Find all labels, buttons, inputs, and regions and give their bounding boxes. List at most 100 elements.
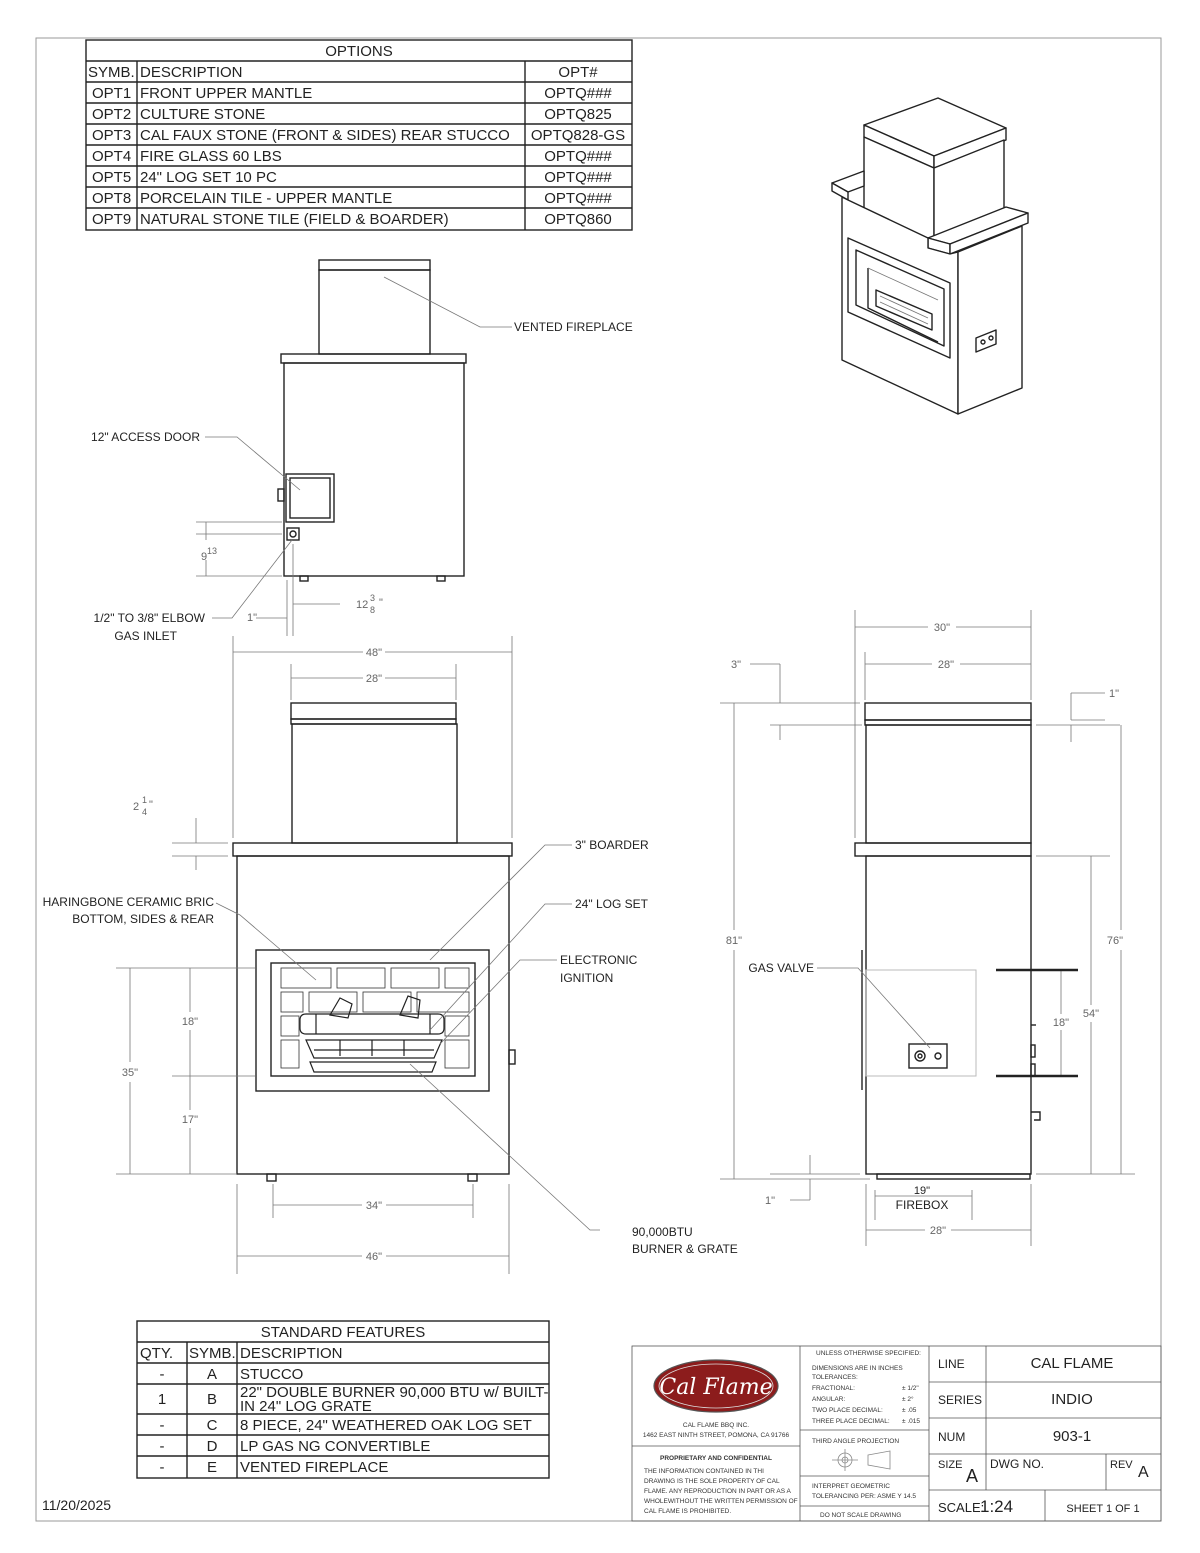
- label-gas-valve: GAS VALVE: [748, 961, 814, 975]
- dim-front-28: 28": [366, 673, 382, 685]
- features-cell: A: [207, 1366, 217, 1383]
- options-title: OPTIONS: [325, 43, 393, 60]
- features-title: STANDARD FEATURES: [261, 1324, 425, 1341]
- tolerance-label: FRACTIONAL:: [812, 1385, 855, 1392]
- options-cell: FIRE GLASS 60 LBS: [140, 148, 282, 165]
- features-cell: -: [160, 1438, 165, 1455]
- interpret-line-2: TOLERANCING PER: ASME Y 14.5: [812, 1493, 916, 1500]
- dim-side-81: 81": [726, 935, 742, 947]
- features-cell: 22" DOUBLE BURNER 90,000 BTU w/ BUILT-: [240, 1384, 548, 1401]
- features-header-qty: QTY.: [140, 1345, 173, 1362]
- isometric-view: [831, 97, 1029, 415]
- dim-rear-8: 8: [370, 605, 375, 615]
- title-block: Cal Flame CAL FLAME BBQ INC. 1462 EAST N…: [631, 1345, 1162, 1522]
- dim-front-17: 17": [182, 1114, 198, 1126]
- dim-front-46: 46": [366, 1251, 382, 1263]
- scale-value: 1:24: [980, 1497, 1013, 1516]
- tolerance-label: THREE PLACE DECIMAL:: [812, 1418, 890, 1425]
- dim-side-30: 30": [934, 622, 950, 634]
- options-cell: OPT2: [92, 106, 131, 123]
- gas-inlet: [286, 527, 300, 541]
- proprietary-line: FLAME. ANY REPRODUCTION IN PART OR AS A: [644, 1488, 792, 1495]
- size-label: SIZE: [938, 1459, 962, 1471]
- options-cell: OPTQ###: [544, 190, 612, 207]
- options-cell: CULTURE STONE: [140, 106, 265, 123]
- label-brick-2: BOTTOM, SIDES & REAR: [72, 912, 214, 926]
- series-value: INDIO: [1051, 1391, 1093, 1408]
- options-header-description: DESCRIPTION: [140, 64, 243, 81]
- label-log-set: 24" LOG SET: [575, 897, 649, 911]
- dim-side-76: 76": [1107, 935, 1123, 947]
- company-address: 1462 EAST NINTH STREET, POMONA, CA 91766: [643, 1432, 790, 1439]
- drawing-date: 11/20/2025: [42, 1497, 111, 1513]
- tolerance-label: ANGULAR:: [812, 1396, 845, 1403]
- front-view: [232, 702, 516, 1182]
- firebox-border: [255, 949, 490, 1092]
- label-ignition-2: IGNITION: [560, 971, 613, 985]
- dim-side-54: 54": [1083, 1008, 1099, 1020]
- label-brick-1: HARINGBONE CERAMIC BRIC: [43, 895, 215, 909]
- features-cell: D: [207, 1438, 218, 1455]
- label-burner-1: 90,000BTU: [632, 1225, 693, 1239]
- dim-side-18: 18": [1053, 1017, 1069, 1029]
- dim-side-1-top: 1": [1109, 688, 1119, 700]
- dim-front-4: 4: [142, 807, 147, 817]
- dim-rear-12: 12: [356, 599, 368, 611]
- dim-side-19: 19": [914, 1185, 930, 1197]
- options-cell: OPTQ###: [544, 148, 612, 165]
- proprietary-line: THE INFORMATION CONTAINED IN THI: [644, 1468, 764, 1475]
- dim-side-3: 3": [731, 659, 741, 671]
- features-cell: -: [160, 1417, 165, 1434]
- interpret-line-1: INTERPRET GEOMETRIC: [812, 1483, 890, 1490]
- dim-rear-1: 1": [247, 612, 257, 624]
- dwg-no-label: DWG NO.: [990, 1457, 1044, 1471]
- dim-front-inch: ": [149, 799, 153, 811]
- options-cell: FRONT UPPER MANTLE: [140, 85, 312, 102]
- features-cell: IN 24" LOG GRATE: [240, 1398, 372, 1415]
- features-cell: 8 PIECE, 24" WEATHERED OAK LOG SET: [240, 1417, 532, 1434]
- label-gas-inlet-1: 1/2" TO 3/8" ELBOW: [94, 611, 206, 625]
- logo-text: Cal Flame: [659, 1375, 772, 1400]
- tolerance-value: ± 2°: [902, 1395, 914, 1403]
- features-cell: -: [160, 1366, 165, 1383]
- options-cell: OPT4: [92, 148, 131, 165]
- dim-rear-inch: ": [379, 597, 383, 609]
- line-label: LINE: [938, 1357, 965, 1371]
- firebox-opening: [270, 962, 476, 1077]
- rev-value: A: [1138, 1464, 1149, 1481]
- options-table: [85, 39, 633, 231]
- label-gas-inlet-2: GAS INLET: [114, 629, 177, 643]
- access-door: [285, 473, 335, 523]
- proprietary-line: CAL FLAME IS PROHIBITED.: [644, 1508, 731, 1515]
- gas-valve: [908, 1043, 948, 1069]
- features-header-description: DESCRIPTION: [240, 1345, 343, 1362]
- tolerance-line: TOLERANCES:: [812, 1374, 858, 1381]
- tolerance-value: ± .015: [902, 1418, 920, 1425]
- options-cell: OPT8: [92, 190, 131, 207]
- projection-label: THIRD ANGLE PROJECTION: [812, 1438, 899, 1445]
- options-cell: OPTQ828-GS: [531, 127, 625, 144]
- tolerance-line: DIMENSIONS ARE IN INCHES: [812, 1365, 903, 1372]
- dim-side-28-top: 28": [938, 659, 954, 671]
- num-value: 903-1: [1053, 1428, 1091, 1445]
- options-cell: PORCELAIN TILE - UPPER MANTLE: [140, 190, 392, 207]
- third-angle-projection-icon: [832, 1449, 891, 1471]
- options-header-symb: SYMB.: [88, 64, 135, 81]
- dim-front-35: 35": [122, 1067, 138, 1079]
- options-cell: NATURAL STONE TILE (FIELD & BOARDER): [140, 211, 449, 228]
- sheet-label: SHEET 1 OF 1: [1066, 1503, 1139, 1515]
- tolerance-label: TWO PLACE DECIMAL:: [812, 1407, 883, 1414]
- label-boarder: 3" BOARDER: [575, 838, 649, 852]
- options-cell: OPTQ###: [544, 85, 612, 102]
- options-cell: OPT1: [92, 85, 131, 102]
- proprietary-line: DRAWING IS THE SOLE PROPERTY OF CAL: [644, 1478, 780, 1485]
- label-access-door: 12" ACCESS DOOR: [91, 430, 200, 444]
- features-cell: 1: [158, 1391, 166, 1408]
- line-value: CAL FLAME: [1031, 1355, 1114, 1372]
- features-cell: C: [207, 1417, 218, 1434]
- num-label: NUM: [938, 1430, 965, 1444]
- cal-flame-logo: Cal Flame: [653, 1359, 779, 1413]
- proprietary-title: PROPRIETARY AND CONFIDENTIAL: [660, 1455, 772, 1462]
- options-header-opt: OPT#: [558, 64, 598, 81]
